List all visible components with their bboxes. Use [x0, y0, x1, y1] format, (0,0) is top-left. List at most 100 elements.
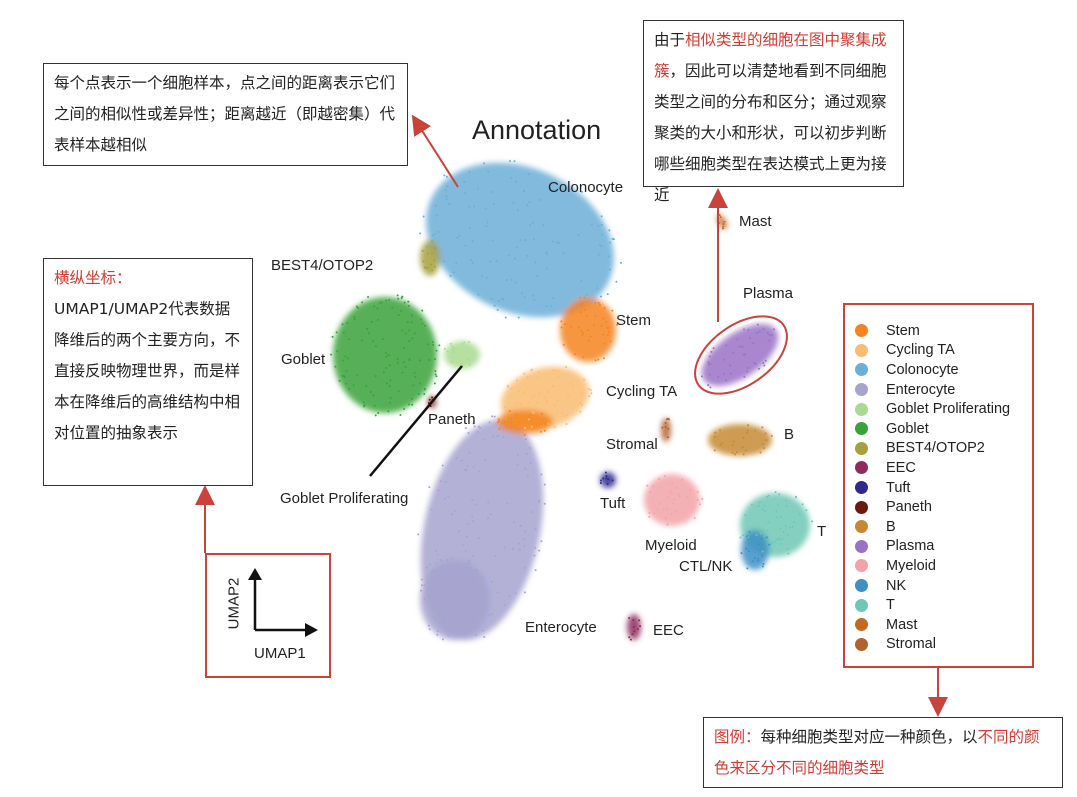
- legend-label: Cycling TA: [886, 342, 955, 359]
- legend-label: Mast: [886, 616, 918, 633]
- label-best4: BEST4/OTOP2: [271, 257, 374, 274]
- plasma-highlight-ring: [694, 315, 788, 395]
- legend-label: Tuft: [886, 479, 911, 496]
- legend-swatch: [855, 500, 868, 514]
- legend-swatch: [855, 461, 868, 475]
- label-ctl-nk: CTL/NK: [679, 558, 733, 575]
- legend-item: Paneth: [845, 497, 1032, 517]
- legend-swatch: [855, 343, 868, 357]
- label-mast: Mast: [739, 213, 772, 230]
- arrow-to-points-note: [411, 114, 459, 188]
- label-enterocyte: Enterocyte: [525, 619, 597, 636]
- cluster-nk: [741, 530, 769, 570]
- clusters-note: 由于相似类型的细胞在图中聚集成簇，因此可以清楚地看到不同细胞类型之间的分布和区分…: [643, 20, 904, 204]
- legend-swatch: [855, 618, 868, 632]
- legend-note-highlight: 不同的颜色来区分不同的细胞类型: [714, 728, 1040, 777]
- legend-note-title: 图例：: [714, 728, 761, 746]
- legend-label: EEC: [886, 459, 916, 476]
- umap2-label: UMAP2: [225, 577, 243, 630]
- legend-label: Goblet Proliferating: [886, 401, 1011, 418]
- label-goblet-proliferating: Goblet Proliferating: [280, 490, 409, 507]
- legend-label: T: [886, 597, 895, 614]
- legend-label: Colonocyte: [886, 361, 959, 378]
- label-t: T: [817, 523, 827, 540]
- label-tuft: Tuft: [600, 495, 626, 512]
- label-stromal: Stromal: [606, 436, 658, 453]
- clusters-note-prefix: 由于: [654, 31, 686, 49]
- cluster-stromal: [661, 418, 671, 442]
- axes-note: 横纵坐标： UMAP1/UMAP2代表数据降维后的两个主要方向，不直接反映物理世界…: [43, 258, 253, 486]
- legend-swatch: [855, 363, 868, 377]
- legend-label: Goblet: [886, 420, 929, 437]
- legend-item: NK: [845, 576, 1032, 596]
- legend-swatch: [855, 481, 868, 495]
- legend-item: Enterocyte: [845, 380, 1032, 400]
- goblet-proliferating-pointer: [369, 365, 463, 477]
- clusters-note-rest: ，因此可以清楚地看到不同细胞类型之间的分布和区分；通过观察聚类的大小和形状，可以…: [654, 62, 887, 204]
- points-note: 每个点表示一个细胞样本，点之间的距离表示它们之间的相似性或差异性；距离越近（即越…: [43, 63, 408, 166]
- label-stem: Stem: [616, 312, 652, 329]
- label-plasma: Plasma: [743, 285, 794, 302]
- axes-key-box: [205, 553, 331, 678]
- legend-label: Stem: [886, 322, 920, 339]
- cluster-goblet: [333, 297, 437, 413]
- legend-label: Enterocyte: [886, 381, 956, 398]
- legend-item: BEST4/OTOP2: [845, 439, 1032, 459]
- clusters-note-highlight: 相似类型的细胞在图中聚集成簇: [654, 31, 887, 80]
- cluster-stem: [497, 410, 553, 434]
- legend-item: Goblet Proliferating: [845, 399, 1032, 419]
- legend-swatch: [855, 383, 868, 397]
- points-note-text: 每个点表示一个细胞样本，点之间的距离表示它们之间的相似性或差异性；距离越近（即越…: [54, 74, 396, 154]
- axes-note-body: UMAP1/UMAP2代表数据降维后的两个主要方向，不直接反映物理世界，而是样本…: [54, 300, 241, 442]
- cluster-b: [708, 424, 772, 456]
- legend-swatch: [855, 539, 868, 553]
- cluster-plasma: [701, 323, 779, 387]
- legend-item: Cycling TA: [845, 341, 1032, 361]
- legend-item: Plasma: [845, 537, 1032, 557]
- legend-swatch: [855, 402, 868, 416]
- cluster-mast: [716, 214, 728, 230]
- legend-swatch: [855, 422, 868, 436]
- legend-note-body: 每种细胞类型对应一种颜色，以: [760, 728, 978, 746]
- label-paneth: Paneth: [428, 411, 476, 428]
- axes-note-title: 横纵坐标：: [54, 269, 132, 287]
- legend-item: Tuft: [845, 478, 1032, 498]
- cluster-tuft: [600, 472, 616, 488]
- label-colonocyte: Colonocyte: [548, 179, 624, 196]
- legend-swatch: [855, 579, 868, 593]
- cluster-enterocyte: [420, 560, 490, 640]
- legend-label: Myeloid: [886, 557, 936, 574]
- legend-item: EEC: [845, 458, 1032, 478]
- legend-item: Goblet: [845, 419, 1032, 439]
- legend-label: BEST4/OTOP2: [886, 440, 985, 457]
- legend-swatch: [855, 598, 868, 612]
- label-goblet: Goblet: [281, 351, 326, 368]
- plot-title: Annotation: [472, 115, 602, 145]
- legend-note: 图例：每种细胞类型对应一种颜色，以不同的颜色来区分不同的细胞类型: [703, 717, 1063, 788]
- legend-label: Paneth: [886, 499, 932, 516]
- legend-item: Stem: [845, 321, 1032, 341]
- legend-label: NK: [886, 577, 907, 594]
- legend-item: Stromal: [845, 635, 1032, 655]
- legend-item: T: [845, 595, 1032, 615]
- cluster-myeloid: [644, 474, 700, 526]
- legend-swatch: [855, 441, 868, 455]
- label-myeloid: Myeloid: [645, 537, 697, 554]
- legend-label: Plasma: [886, 538, 935, 555]
- label-cycling-ta: Cycling TA: [606, 383, 678, 400]
- label-eec: EEC: [653, 622, 684, 639]
- umap1-label: UMAP1: [254, 645, 306, 662]
- legend-label: B: [886, 518, 896, 535]
- legend-swatch: [855, 559, 868, 573]
- legend-item: Myeloid: [845, 556, 1032, 576]
- legend-swatch: [855, 324, 868, 338]
- legend-swatch: [855, 520, 868, 534]
- label-b: B: [784, 426, 795, 443]
- legend-label: Stromal: [886, 636, 936, 653]
- legend-item: Colonocyte: [845, 360, 1032, 380]
- legend-item: Mast: [845, 615, 1032, 635]
- legend-item: B: [845, 517, 1032, 537]
- legend-swatch: [855, 637, 868, 651]
